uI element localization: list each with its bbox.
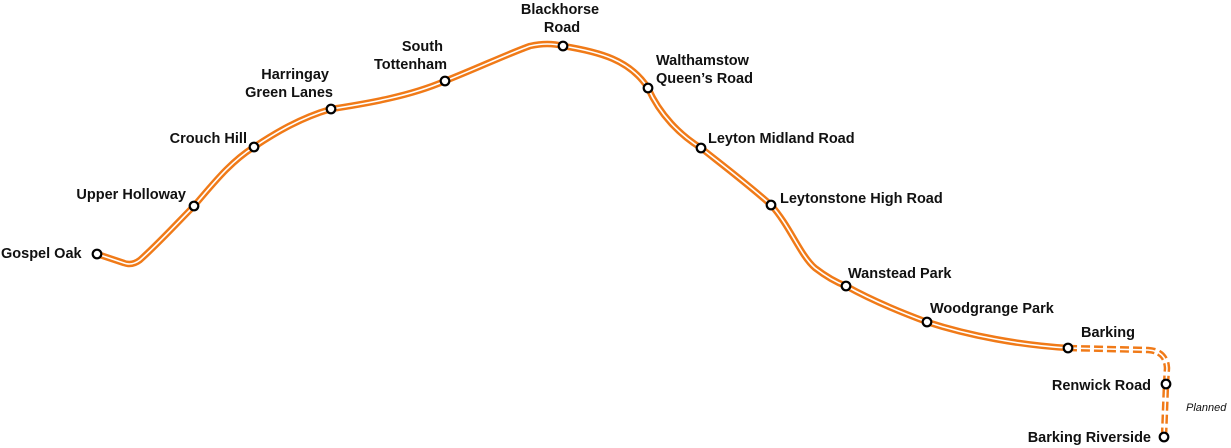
station-label-line: Green Lanes (245, 85, 333, 101)
station-label-blackhorse-road: Blackhorse Road (521, 2, 603, 36)
station-label-line: Gospel Oak (1, 246, 83, 262)
station-label-leytonstone-high-road: Leytonstone High Road (780, 191, 943, 207)
station-label-gospel-oak: Gospel Oak (1, 246, 83, 262)
station-label-line: Tottenham (374, 57, 447, 73)
station-label-renwick-road: Renwick Road (1052, 378, 1151, 394)
station-label-walthamstow-queens-road: Walthamstow Queen’s Road (656, 53, 753, 87)
station-marker-walthamstow-queens-road[interactable] (642, 82, 654, 94)
station-label-line: Woodgrange Park (930, 301, 1055, 317)
station-label-woodgrange-park: Woodgrange Park (930, 301, 1055, 317)
station-marker-blackhorse-road[interactable] (557, 40, 569, 52)
station-marker-barking-riverside[interactable] (1158, 431, 1170, 443)
station-label-crouch-hill: Crouch Hill (170, 131, 247, 147)
station-label-leyton-midland-road: Leyton Midland Road (708, 131, 855, 147)
station-label-line: Walthamstow (656, 53, 750, 69)
station-marker-upper-holloway[interactable] (188, 200, 200, 212)
station-marker-gospel-oak[interactable] (91, 248, 103, 260)
station-label-line: Crouch Hill (170, 131, 247, 147)
station-label-line: Renwick Road (1052, 378, 1151, 394)
station-label-line: South (402, 39, 443, 55)
line-planned (1067, 344, 1171, 438)
station-markers (91, 40, 1172, 443)
station-label-line: Road (544, 20, 580, 36)
station-label-line: Barking Riverside (1028, 430, 1151, 446)
station-marker-woodgrange-park[interactable] (921, 316, 933, 328)
station-label-upper-holloway: Upper Holloway (76, 187, 186, 203)
station-label-wanstead-park: Wanstead Park (848, 266, 952, 282)
planned-label: Planned (1186, 402, 1227, 414)
station-label-south-tottenham: South Tottenham (374, 39, 447, 73)
line-planned-inner (1067, 347, 1168, 438)
station-marker-crouch-hill[interactable] (248, 141, 260, 153)
station-label-line: Wanstead Park (848, 266, 952, 282)
station-label-line: Harringay (261, 67, 329, 83)
station-label-line: Blackhorse (521, 2, 599, 18)
station-marker-barking[interactable] (1062, 342, 1074, 354)
station-label-line: Barking (1081, 325, 1135, 341)
station-marker-wanstead-park[interactable] (840, 280, 852, 292)
station-label-harringay-green-lanes: Harringay Green Lanes (245, 67, 333, 101)
station-marker-south-tottenham[interactable] (439, 75, 451, 87)
station-label-line: Leyton Midland Road (708, 131, 855, 147)
station-marker-leyton-midland-road[interactable] (695, 142, 707, 154)
station-label-line: Upper Holloway (76, 187, 186, 203)
station-label-line: Leytonstone High Road (780, 191, 943, 207)
station-marker-leytonstone-high-road[interactable] (765, 199, 777, 211)
station-label-barking: Barking (1081, 325, 1135, 341)
station-marker-renwick-road[interactable] (1160, 378, 1172, 390)
station-marker-harringay-green-lanes[interactable] (325, 103, 337, 115)
station-label-barking-riverside: Barking Riverside (1028, 430, 1151, 446)
station-label-line: Queen’s Road (656, 71, 753, 87)
